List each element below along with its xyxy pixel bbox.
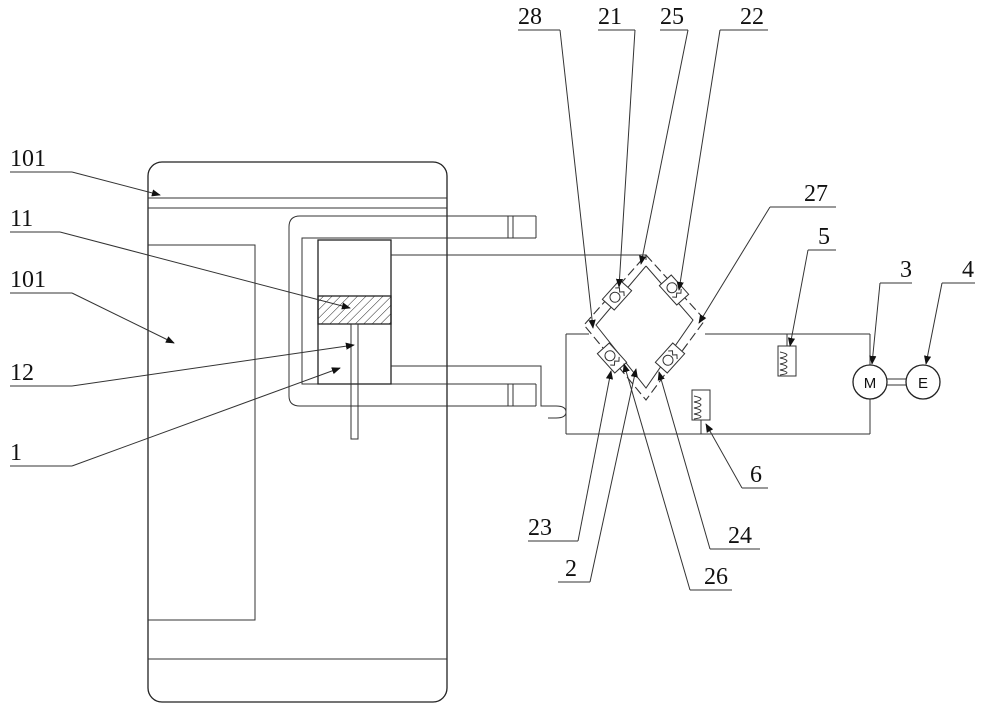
label-5: 5: [818, 224, 830, 250]
leader-lines: [10, 29, 975, 591]
label-25: 25: [660, 4, 684, 30]
tank-inner-chamber: [148, 244, 256, 621]
engine-circle: [905, 364, 941, 400]
tank: [147, 161, 448, 703]
label-6: 6: [750, 462, 762, 488]
label-26: 26: [704, 564, 728, 590]
check-valve-bridge: [583, 254, 706, 401]
label-27: 27: [804, 181, 828, 207]
label-28: 28: [518, 4, 542, 30]
label-101-mid: 101: [10, 267, 46, 293]
relief-valve-6: [691, 389, 711, 434]
label-11: 11: [10, 206, 33, 232]
piston: [317, 295, 392, 325]
label-21: 21: [598, 4, 622, 30]
housing-inner: [301, 237, 536, 385]
label-23: 23: [528, 515, 552, 541]
label-1: 1: [10, 440, 22, 466]
pipe-top: [391, 254, 647, 260]
piston-rod: [350, 323, 359, 440]
pipe-bottom: [391, 365, 556, 407]
pipe-bottom-loop: [548, 405, 567, 419]
engine-symbol: E: [918, 375, 928, 392]
check-valve-22: [658, 274, 690, 306]
motor-3: M: [852, 364, 888, 400]
label-24: 24: [728, 523, 752, 549]
motor-circle: [852, 364, 888, 400]
motor-symbol: M: [864, 375, 877, 392]
label-4: 4: [962, 257, 974, 283]
housing-outline: [288, 215, 536, 407]
label-22: 22: [740, 4, 764, 30]
label-3: 3: [900, 257, 912, 283]
reference-labels: 101 11 101 12 1 28 21 25 22 27 5 3 4 23 …: [10, 4, 974, 590]
check-valve-21: [601, 279, 633, 311]
cylinder-housing: [288, 215, 537, 407]
label-2: 2: [565, 556, 577, 582]
hydraulic-cylinder: [317, 239, 392, 440]
label-12: 12: [10, 360, 34, 386]
bridge-dashed-outline: [583, 254, 706, 401]
label-101-top: 101: [10, 146, 46, 172]
tank-outline: [147, 161, 448, 703]
pipes: [391, 254, 871, 435]
accumulator-5: [777, 334, 797, 377]
engine-4: E: [905, 364, 941, 400]
check-valve-24: [654, 342, 686, 374]
check-valve-23: [596, 342, 628, 374]
